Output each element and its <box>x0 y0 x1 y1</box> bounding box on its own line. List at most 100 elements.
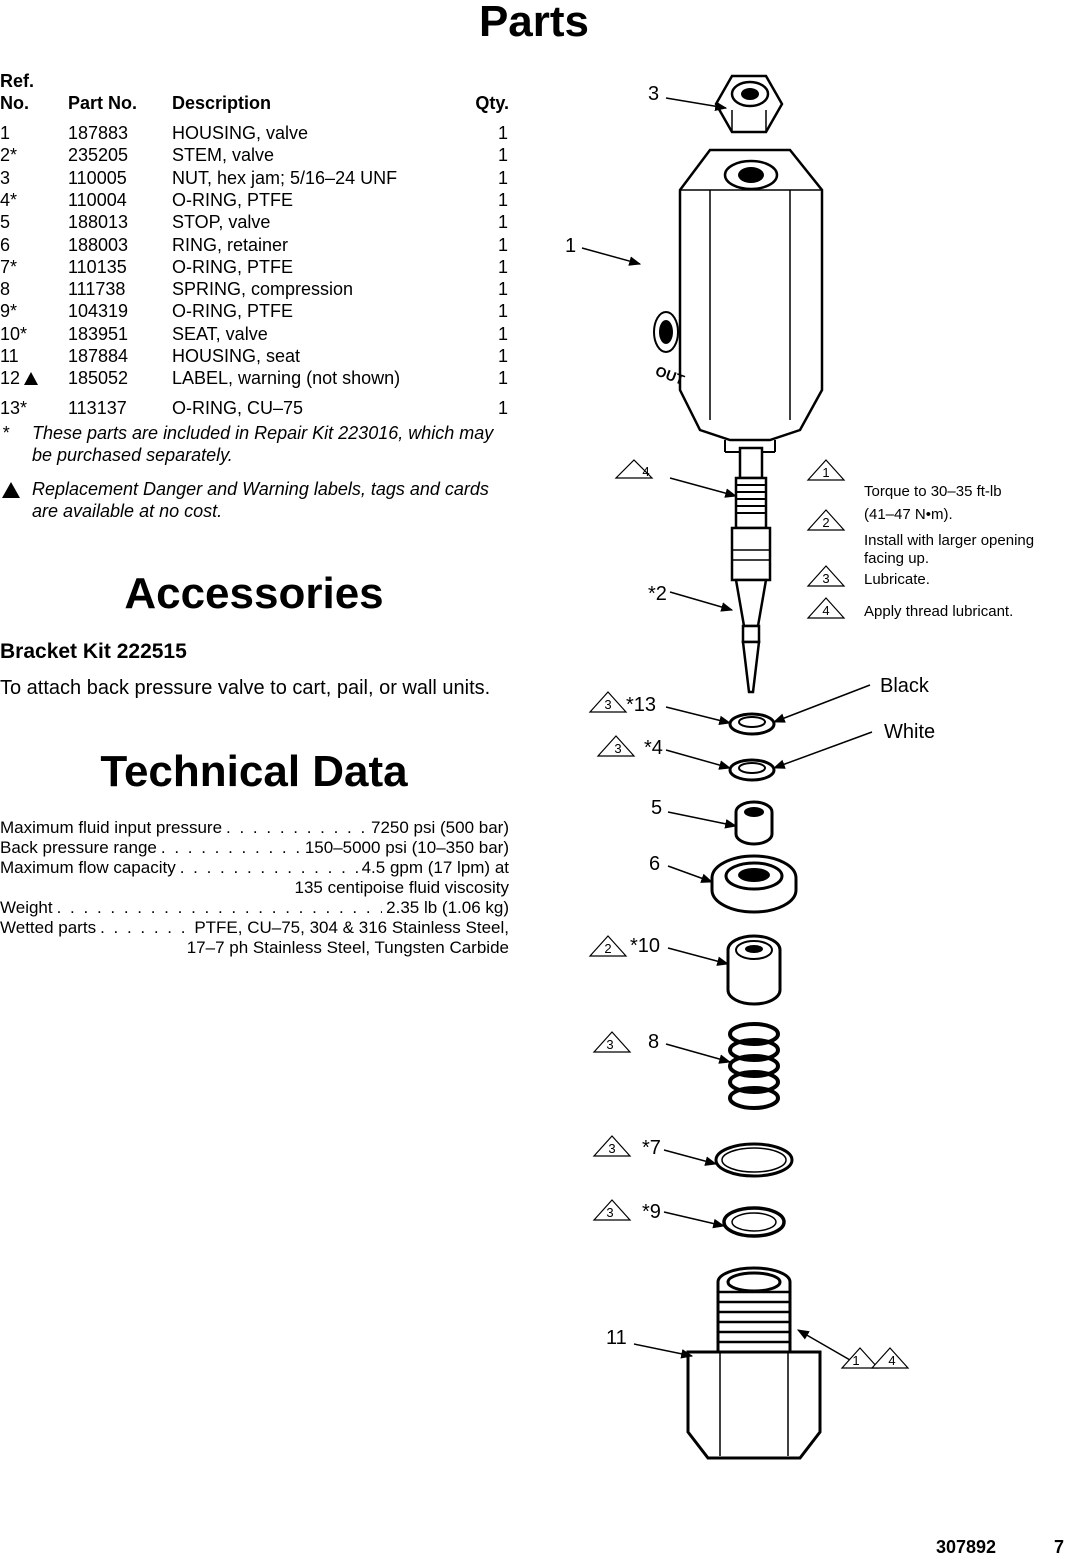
tech-label: Maximum fluid input pressure <box>0 818 223 837</box>
technical-data-row: 17–7 ph Stainless Steel, Tungsten Carbid… <box>0 938 509 958</box>
triangle-marker-4-11: 4 <box>870 1347 910 1369</box>
cell-qty: 1 <box>497 279 508 300</box>
note-4-num: 4 <box>822 603 829 618</box>
cell-desc: RING, retainer <box>172 234 289 255</box>
technical-data-title: Technical Data <box>100 747 408 796</box>
cell-qty: 1 <box>497 301 508 322</box>
tech-value: 4.5 gpm (17 lpm) at <box>361 858 509 877</box>
note-4-text: Apply thread lubricant. <box>864 603 1013 620</box>
header-ref: No. <box>0 93 29 113</box>
callout-3: 3 <box>648 83 659 105</box>
cell-qty: 1 <box>497 189 508 210</box>
dot-leader <box>161 838 301 858</box>
black-label: Black <box>880 675 930 697</box>
star-mark: * <box>2 423 10 443</box>
cell-ref: 2* <box>0 145 18 166</box>
page-number: 7 <box>1054 1537 1065 1557</box>
cell-part: 183951 <box>68 323 129 344</box>
accessories-title: Accessories <box>124 569 384 618</box>
footnote-triangle-text: Replacement Danger and Warning labels, t… <box>32 479 489 521</box>
tech-label: Weight <box>0 898 53 917</box>
cell-desc: O-RING, CU–75 <box>172 398 304 419</box>
tech-label: Maximum flow capacity <box>0 858 176 877</box>
tech-value: 17–7 ph Stainless Steel, Tungsten Carbid… <box>186 938 509 957</box>
callout-10: *10 <box>630 935 660 957</box>
note-1-text: Torque to 30–35 ft-lb <box>864 483 1002 500</box>
callout-6: 6 <box>649 853 660 875</box>
cell-desc: O-RING, PTFE <box>172 189 293 210</box>
callout-4: *4 <box>644 737 663 759</box>
cell-ref: 1 <box>0 123 11 143</box>
technical-data-row: Back pressure range150–5000 psi (10–350 … <box>0 838 509 858</box>
technical-data-row: 135 centipoise fluid viscosity <box>0 878 509 898</box>
cell-desc: SPRING, compression <box>172 279 354 300</box>
cell-part: 104319 <box>68 301 129 322</box>
note-2-num: 2 <box>822 515 829 530</box>
triangle-marker-1-11: 1 <box>840 1347 880 1369</box>
valve-stop-part <box>734 800 774 846</box>
warning-triangle-icon <box>24 372 38 386</box>
cell-qty: 1 <box>497 212 508 233</box>
note-2-text: Install with larger opening <box>864 532 1034 549</box>
svg-text:3: 3 <box>604 697 611 712</box>
cell-qty: 1 <box>497 398 508 419</box>
cell-part: 185052 <box>68 368 129 389</box>
cell-part: 188003 <box>68 234 129 255</box>
header-part-no: Part No. <box>68 93 138 113</box>
cell-ref: 8 <box>0 279 11 300</box>
warning-triangle-icon <box>2 482 20 498</box>
valve-stem-part <box>730 446 772 694</box>
cell-qty: 1 <box>497 167 508 188</box>
triangle-marker-3-13: 3 <box>588 691 628 713</box>
valve-housing-part: OUT <box>653 148 824 453</box>
tech-label: Back pressure range <box>0 838 157 857</box>
svg-text:4: 4 <box>888 1353 895 1368</box>
cell-qty: 1 <box>497 368 508 389</box>
technical-data-list: Maximum fluid input pressure7250 psi (50… <box>0 818 509 958</box>
table-row: 6 188003 RING, retainer 1 <box>0 234 512 256</box>
o-ring-9-part <box>722 1206 786 1238</box>
footnote-star-text: These parts are included in Repair Kit 2… <box>32 423 494 465</box>
cell-qty: 1 <box>497 234 508 255</box>
page-title: Parts <box>478 0 590 46</box>
triangle-marker-3-9: 3 <box>592 1199 632 1221</box>
cell-part: 110005 <box>68 167 127 188</box>
callout-9: *9 <box>642 1201 661 1223</box>
note-1b-text: (41–47 N•m). <box>864 506 953 523</box>
cell-ref: 6 <box>0 234 11 255</box>
cell-part: 110004 <box>68 189 127 210</box>
notes-legend: 1 2 3 4 Torque to 30–35 ft-lb (41–47 N•m… <box>806 459 1034 620</box>
hex-nut-part <box>714 74 784 134</box>
cell-qty: 1 <box>497 256 508 277</box>
table-row: 4* 110004 O-RING, PTFE 1 <box>0 189 512 211</box>
cell-ref: 4* <box>0 189 18 210</box>
callout-1: 1 <box>565 235 576 257</box>
triangle-marker-4: 4 <box>614 459 654 479</box>
cell-ref: 5 <box>0 212 11 233</box>
callout-8: 8 <box>648 1031 659 1053</box>
callout-13: *13 <box>626 694 656 716</box>
cell-desc: O-RING, PTFE <box>172 256 293 277</box>
footnote-star: * These parts are included in Repair Kit… <box>0 422 512 466</box>
cell-part: 188013 <box>68 212 129 233</box>
cell-desc: LABEL, warning (not shown) <box>172 368 401 389</box>
technical-data-row: Wetted parts PTFE, CU–75, 304 & 316 Stain… <box>0 918 509 938</box>
tech-value: PTFE, CU–75, 304 & 316 Stainless Steel, <box>194 918 509 937</box>
tech-value: 2.35 lb (1.06 kg) <box>386 898 509 917</box>
callout-5: 5 <box>651 797 662 819</box>
cell-desc: SEAT, valve <box>172 323 268 344</box>
triangle-marker-3-4: 3 <box>596 735 636 757</box>
triangle-marker-3-8: 3 <box>592 1031 632 1053</box>
note-3-text: Lubricate. <box>864 571 930 588</box>
tech-label: Wetted parts <box>0 918 97 937</box>
cell-desc: HOUSING, valve <box>172 123 309 143</box>
o-ring-7-part <box>714 1142 794 1178</box>
callout-11: 11 <box>606 1327 627 1349</box>
